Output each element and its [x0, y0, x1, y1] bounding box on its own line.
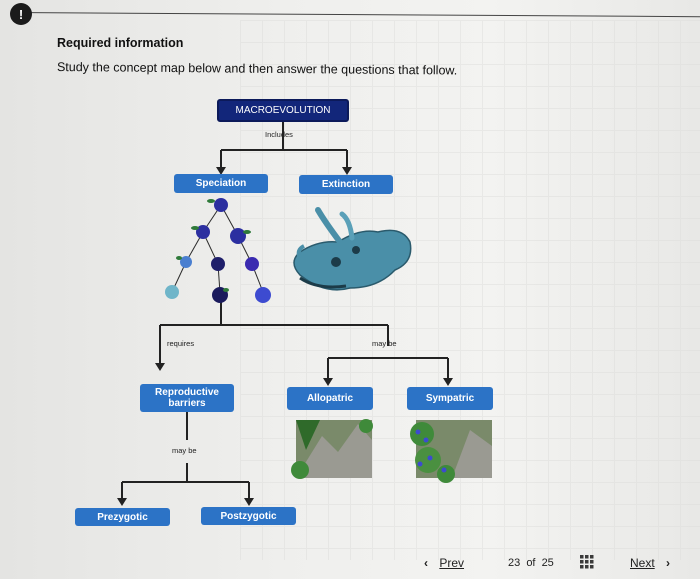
chevron-right-icon: ›: [666, 556, 671, 570]
grid-menu-button[interactable]: [580, 555, 594, 572]
total-pages: 25: [541, 557, 554, 569]
chevron-left-icon: ‹: [424, 556, 428, 570]
page-counter: 23 of 25: [508, 557, 554, 569]
prezygotic-node: Prezygotic: [75, 508, 170, 526]
speciation-tree-illustration: [171, 204, 264, 294]
prev-button[interactable]: ‹ Prev: [424, 556, 464, 570]
alert-icon[interactable]: !: [10, 3, 32, 25]
next-button[interactable]: Next ›: [630, 556, 670, 570]
reproductive-barriers-node: Reproductive barriers: [140, 384, 234, 412]
next-label: Next: [630, 556, 655, 570]
grid-icon: [580, 555, 594, 569]
extinction-node: Extinction: [299, 175, 393, 194]
allopatric-node: Allopatric: [287, 387, 373, 410]
may-be-label-2: may be: [172, 446, 197, 455]
prev-label: Prev: [439, 556, 465, 570]
requires-label: requires: [167, 339, 195, 348]
current-page: 23: [508, 557, 521, 569]
macroevolution-node: MACROEVOLUTION: [217, 99, 349, 122]
may-be-label-1: may be: [372, 339, 397, 348]
allopatric-landscape-image: [291, 419, 373, 479]
speciation-node: Speciation: [174, 174, 268, 193]
postzygotic-node: Postzygotic: [201, 507, 296, 525]
of-label: of: [526, 557, 536, 569]
section-title: Required information: [57, 36, 184, 50]
sympatric-landscape-image: [410, 420, 492, 483]
includes-label: Includes: [265, 130, 293, 139]
dinosaur-skull-illustration: [293, 207, 412, 291]
sympatric-node: Sympatric: [407, 387, 493, 410]
